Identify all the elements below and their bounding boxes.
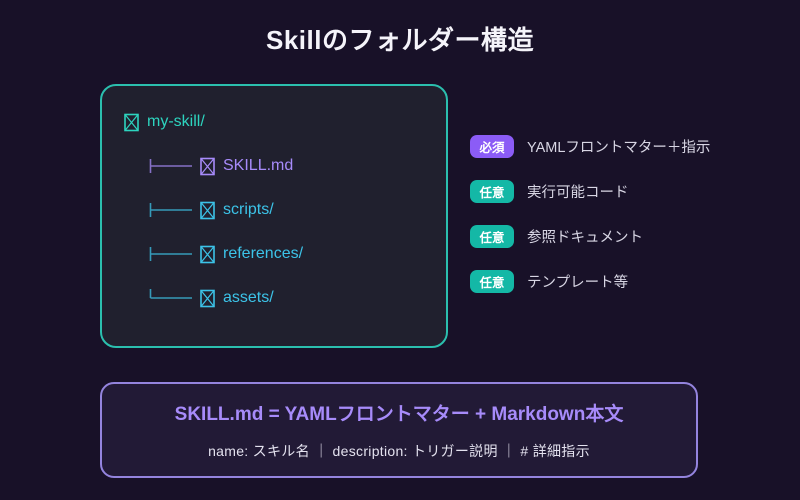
legend-row-scripts: 任意 実行可能コード xyxy=(470,179,710,203)
folder-tree-panel: my-skill/ SKILL.md scripts/ xyxy=(100,84,448,348)
tree-item-scripts: scripts/ xyxy=(149,198,446,222)
optional-badge: 任意 xyxy=(470,224,514,248)
folder-icon xyxy=(200,289,215,307)
tree-item-references: references/ xyxy=(149,242,446,266)
tree-item-label: scripts/ xyxy=(223,201,274,218)
tree-item-label: references/ xyxy=(223,245,304,262)
legend: 必須 YAMLフロントマター＋指示 任意 実行可能コード 任意 参照ドキュメント… xyxy=(470,134,710,314)
tree-branch-elbow xyxy=(149,289,192,299)
folder-icon xyxy=(200,245,215,263)
tree-item-label: SKILL.md xyxy=(223,157,294,174)
legend-row-references: 任意 参照ドキュメント xyxy=(470,224,710,248)
tree-branch-tee xyxy=(149,203,192,217)
legend-row-assets: 任意 テンプレート等 xyxy=(470,269,710,293)
file-icon xyxy=(200,157,215,175)
tree-item-skill-md: SKILL.md xyxy=(149,154,446,178)
optional-badge: 任意 xyxy=(470,269,514,293)
legend-label: YAMLフロントマター＋指示 xyxy=(527,139,711,156)
legend-label: 実行可能コード xyxy=(527,184,629,201)
tree-item-label: assets/ xyxy=(223,289,274,306)
folder-icon xyxy=(200,201,215,219)
required-badge: 必須 xyxy=(470,134,514,158)
tree-item-root: my-skill/ xyxy=(124,110,446,134)
folder-icon xyxy=(124,113,139,131)
summary-title: SKILL.md = YAMLフロントマター + Markdown本文 xyxy=(174,404,624,425)
legend-label: 参照ドキュメント xyxy=(527,229,643,246)
legend-label: テンプレート等 xyxy=(527,274,629,291)
tree-item-assets: assets/ xyxy=(149,286,446,310)
tree-branch-tee xyxy=(149,159,192,173)
tree-item-label: my-skill/ xyxy=(147,113,205,130)
summary-subtitle: name: スキル名 ｜ description: トリガー説明 ｜ # 詳細指… xyxy=(208,443,590,459)
legend-row-skill-md: 必須 YAMLフロントマター＋指示 xyxy=(470,134,710,158)
tree-branch-tee xyxy=(149,247,192,261)
optional-badge: 任意 xyxy=(470,179,514,203)
page-title: Skillのフォルダー構造 xyxy=(266,25,534,55)
skill-md-summary-panel: SKILL.md = YAMLフロントマター + Markdown本文 name… xyxy=(100,382,698,478)
